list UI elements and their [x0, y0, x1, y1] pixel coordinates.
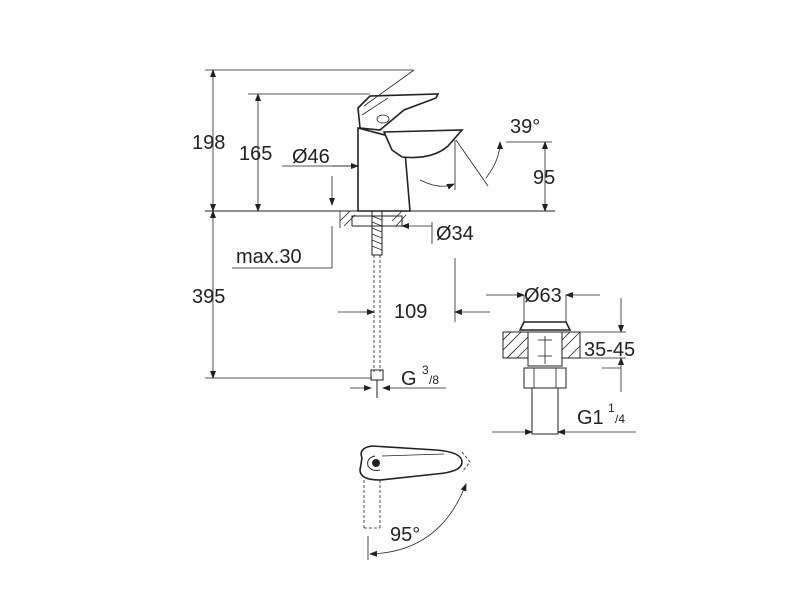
mounting-plate — [351, 215, 403, 227]
faucet-spout — [382, 129, 464, 159]
dim-connection-num: 3 — [422, 363, 429, 377]
rotation-arc — [369, 483, 467, 557]
waste-cap — [518, 321, 572, 331]
faucet-side-view — [205, 69, 555, 398]
dim-109: 109 — [394, 301, 427, 323]
lever-tilt-outline — [363, 69, 415, 107]
deck-hatch — [339, 210, 407, 227]
waste-valve — [502, 321, 581, 435]
dim-diameter-34: Ø34 — [436, 223, 474, 245]
dimension-lines — [205, 69, 552, 391]
waste-nut — [523, 367, 567, 389]
lever-knob — [367, 455, 381, 471]
lever-pivot — [376, 114, 390, 124]
dim-max-30: max.30 — [236, 246, 302, 268]
dim-395: 395 — [192, 286, 225, 308]
faucet-lever — [357, 93, 440, 131]
stud-thread — [371, 215, 383, 251]
dim-198: 198 — [192, 132, 225, 154]
waste-body — [527, 331, 563, 367]
threaded-stud — [371, 210, 383, 256]
dim-35-45: 35-45 — [584, 339, 635, 361]
basin-right — [561, 331, 581, 359]
dim-95: 95 — [533, 167, 555, 189]
dim-angle-39: 39° — [510, 116, 540, 138]
dim-diameter-63: Ø63 — [524, 285, 562, 307]
waste-tail — [531, 387, 559, 435]
dim-waste-thread-g1: G1 — [577, 407, 604, 429]
dim-rotation-95: 95° — [390, 524, 420, 546]
dim-diameter-46: Ø46 — [292, 146, 330, 168]
lever-contour — [361, 97, 389, 116]
dim-165: 165 — [239, 143, 272, 165]
dim-connection-g: G — [401, 368, 417, 390]
lever-knob-dot — [372, 459, 380, 467]
dimension-labels: 198 165 Ø46 39° 95 Ø34 max.30 395 109 G … — [192, 116, 635, 546]
dim-waste-thread-num: 1 — [608, 401, 615, 415]
top-view — [359, 445, 471, 560]
waste-dimension-lines — [486, 292, 636, 435]
dim-waste-thread-den: /4 — [615, 412, 625, 426]
dim-connection-den: /8 — [429, 373, 439, 387]
hose-connector — [370, 369, 384, 381]
